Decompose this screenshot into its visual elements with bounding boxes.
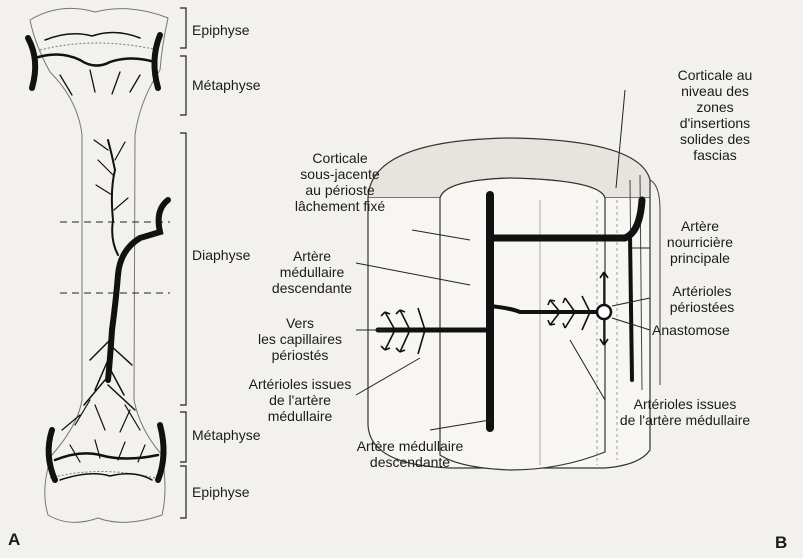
panel-b-letter: B [775,533,787,553]
panel-a-letter: A [8,530,20,550]
label-metaphyse-bottom: Métaphyse [192,427,260,443]
label-anastomose: Anastomose [652,322,730,338]
anastomose-circle [597,305,611,319]
label-epiphyse-top: Epiphyse [192,22,250,38]
long-bone-vessels [28,32,168,480]
label-diaphyse: Diaphyse [192,247,250,263]
label-epiphyse-bottom: Epiphyse [192,484,250,500]
panel-a-brackets [180,8,186,518]
label-metaphyse-top: Métaphyse [192,77,260,93]
